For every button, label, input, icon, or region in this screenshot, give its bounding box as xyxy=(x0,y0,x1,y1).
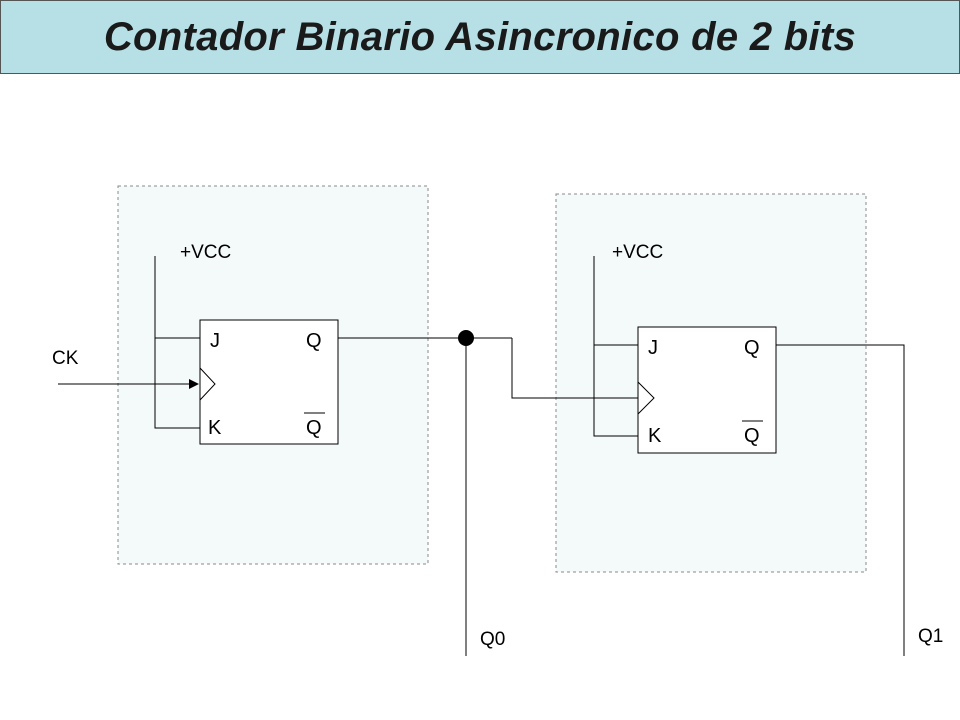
clock-arrowhead xyxy=(189,379,199,389)
title-bar: Contador Binario Asincronico de 2 bits xyxy=(0,0,960,74)
q0-to-clock-1-wire xyxy=(511,338,638,399)
clock-label: CK xyxy=(52,348,79,369)
flipflop-0-pin-k: K xyxy=(208,417,222,439)
flipflop-0-pin-qbar: Q xyxy=(306,417,322,439)
flipflop-1-vcc-wire xyxy=(593,256,638,437)
output-q1-label: Q1 xyxy=(918,626,943,647)
flipflop-1-pin-k: K xyxy=(648,425,662,447)
flipflop-0-vcc-wire xyxy=(154,256,200,429)
output-q0-label: Q0 xyxy=(480,629,505,650)
flipflop-1-pin-qbar: Q xyxy=(744,425,760,447)
flipflop-0-pin-q: Q xyxy=(306,330,322,352)
flipflop-1-pin-j: J xyxy=(648,337,658,359)
flipflop-0-pin-j: J xyxy=(210,330,220,352)
flipflop-0-clock-triangle xyxy=(199,367,216,401)
flipflop-1: J K Q Q +VCC xyxy=(593,242,777,454)
flipflop-1-clock-triangle xyxy=(637,381,655,415)
flipflop-0-body xyxy=(199,319,339,445)
flipflop-0: J K Q Q +VCC xyxy=(154,242,339,445)
flipflop-1-vcc-label: +VCC xyxy=(612,242,663,263)
page-title: Contador Binario Asincronico de 2 bits xyxy=(103,15,857,59)
q1-output-wire xyxy=(776,344,905,656)
flipflop-1-body xyxy=(637,326,777,454)
flipflop-0-vcc-label: +VCC xyxy=(180,242,231,263)
flipflop-1-pin-q: Q xyxy=(744,337,760,359)
